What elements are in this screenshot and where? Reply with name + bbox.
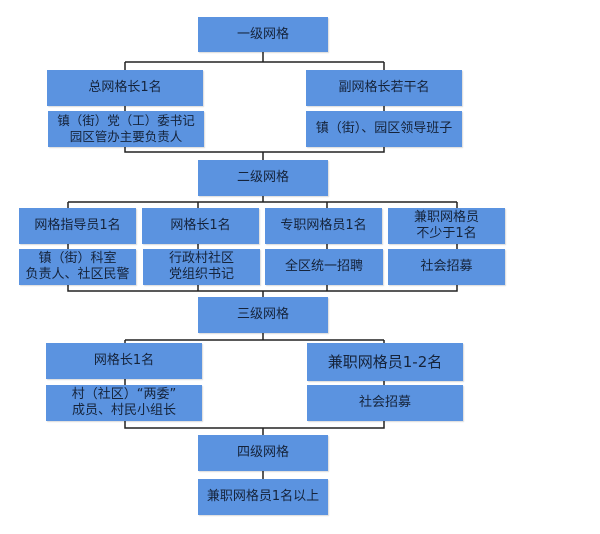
level3-left-head: 网格长1名 — [46, 343, 202, 379]
level1-title: 一级网格 — [198, 17, 328, 52]
level2-title: 二级网格 — [198, 160, 328, 196]
level4-title: 四级网格 — [198, 435, 328, 471]
level1-left-sub: 镇（街）党（工）委书记 园区管办主要负责人 — [48, 111, 204, 147]
level1-left-head: 总网格长1名 — [47, 70, 203, 106]
level2-col3-sub: 全区统一招聘 — [265, 249, 383, 285]
level2-col2-sub: 行政村社区 党组织书记 — [143, 249, 260, 285]
level2-col4-sub: 社会招募 — [388, 249, 505, 285]
level3-right-head: 兼职网格员1-2名 — [307, 343, 463, 381]
level2-col3-head: 专职网格员1名 — [265, 208, 382, 244]
level2-col1-sub: 镇（街）科室 负责人、社区民警 — [19, 249, 136, 285]
level1-right-sub: 镇（街）、园区领导班子 — [306, 111, 462, 147]
level2-col2-head: 网格长1名 — [142, 208, 259, 244]
level2-col4-head: 兼职网格员 不少于1名 — [388, 208, 505, 244]
level2-col1-head: 网格指导员1名 — [19, 208, 136, 244]
level3-title: 三级网格 — [198, 297, 328, 333]
level4-sub: 兼职网格员1名以上 — [198, 479, 328, 515]
level3-left-sub: 村（社区）“两委” 成员、村民小组长 — [46, 385, 202, 421]
level1-right-head: 副网格长若干名 — [306, 70, 462, 106]
level3-right-sub: 社会招募 — [307, 385, 463, 421]
